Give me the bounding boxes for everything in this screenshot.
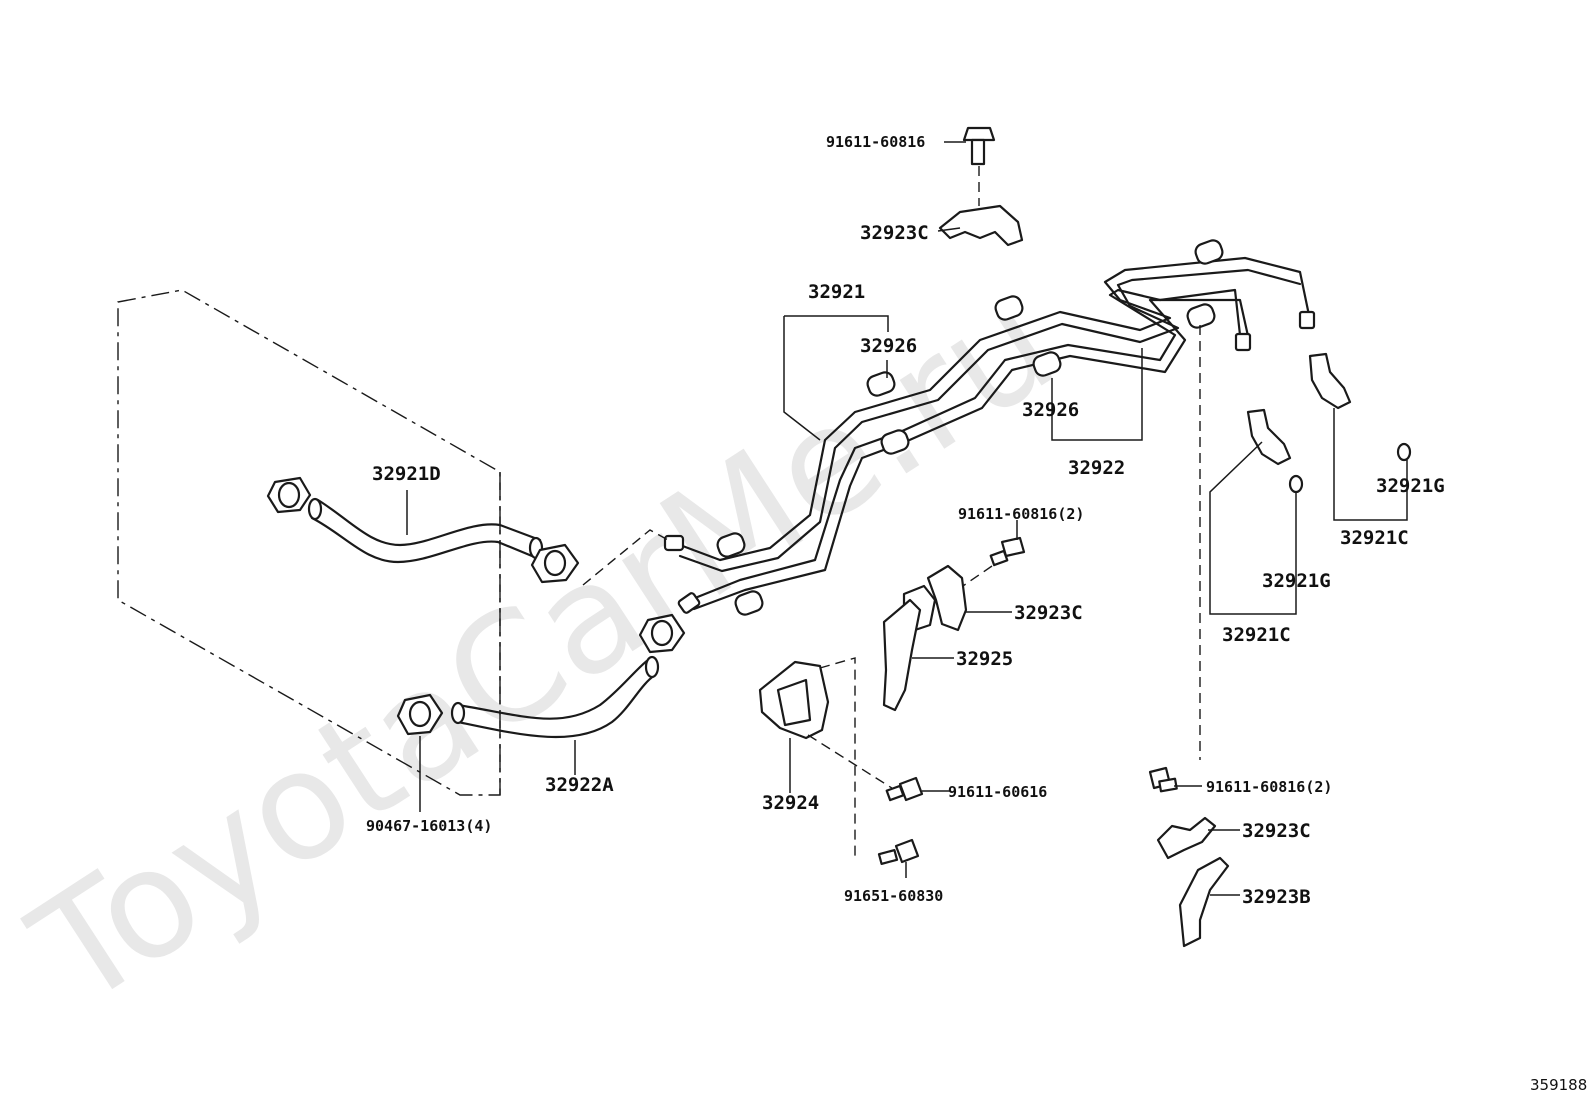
leader-lines [406,141,1408,896]
label-32921g-a[interactable]: 32921G [1376,475,1445,497]
label-32923c-top[interactable]: 32923C [860,222,929,244]
label-32926-b[interactable]: 32926 [1022,399,1079,421]
label-32926-a[interactable]: 32926 [860,335,917,357]
hose-32921d [307,497,544,564]
label-32921[interactable]: 32921 [808,281,865,303]
label-32923b[interactable]: 32923B [1242,886,1311,908]
label-32921g-b[interactable]: 32921G [1262,570,1331,592]
watermark-text: ToyotaCarMe.ru [4,255,1084,1041]
label-32924[interactable]: 32924 [762,792,819,814]
label-91611-60816-top[interactable]: 91611-60816 [826,133,925,151]
bracket-32924-group [758,657,924,866]
label-32922a[interactable]: 32922A [545,774,614,796]
radiator-outline [117,289,501,796]
label-91611-60616[interactable]: 91611-60616 [948,783,1047,801]
label-32921d[interactable]: 32921D [372,463,441,485]
label-32923c-right[interactable]: 32923C [1242,820,1311,842]
unions-and-gaskets [1246,352,1412,494]
dashed-connections [582,529,669,586]
label-32921c-b[interactable]: 32921C [1222,624,1291,646]
part-labels: 91611-60816 32923C 32921 32926 32926 329… [366,133,1445,908]
label-32925[interactable]: 32925 [956,648,1013,670]
label-32923c-mid[interactable]: 32923C [1014,602,1083,624]
label-32921c-a[interactable]: 32921C [1340,527,1409,549]
top-bolt-and-clamp [938,126,1024,247]
label-32922[interactable]: 32922 [1068,457,1125,479]
oil-cooler-tubes [663,256,1316,614]
right-bracket-group [1148,325,1230,948]
label-91611-60816-mid[interactable]: 91611-60816(2) [958,505,1084,523]
hose-clips [266,476,686,736]
hose-32922a [450,655,660,739]
label-91611-60816-right[interactable]: 91611-60816(2) [1206,778,1332,796]
cushions-32926 [716,239,1224,616]
bracket-32925-group [882,536,1026,712]
label-90467-16013[interactable]: 90467-16013(4) [366,817,492,835]
figure-id: 359188 [1530,1076,1587,1094]
watermark: ToyotaCarMe.ru [4,255,1084,1041]
label-91651-60830[interactable]: 91651-60830 [844,887,943,905]
